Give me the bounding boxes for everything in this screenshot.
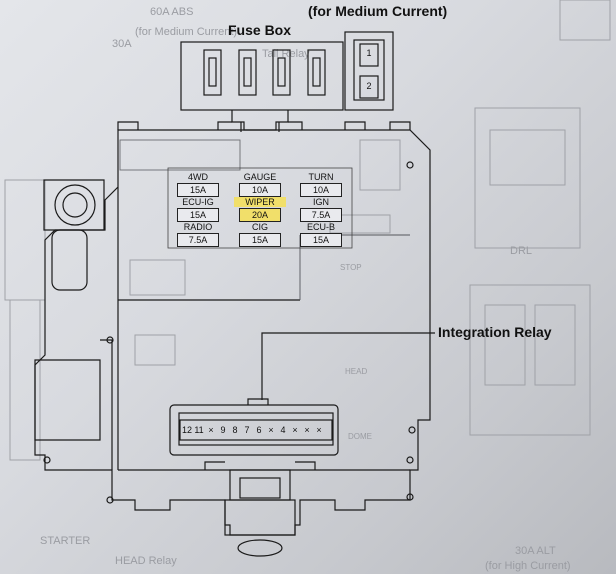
ghost-text: (for High Current) bbox=[485, 560, 571, 572]
ghost-text: Tail Relay bbox=[262, 48, 310, 60]
ghost-text: 60A ABS bbox=[150, 6, 194, 18]
ghost-text: 30A ALT bbox=[515, 545, 556, 557]
fuse-name-ecu-b: ECU-B bbox=[306, 222, 335, 232]
fuse-amp-turn: 10A bbox=[300, 183, 342, 197]
relay-pin-row: 12 11 × 9 8 7 6 × 4 × × × bbox=[182, 422, 332, 438]
fuse-amp-ecu-b: 15A bbox=[300, 233, 342, 247]
relay-pin: × bbox=[208, 425, 214, 435]
fuse-amp-ecu-ig: 15A bbox=[177, 208, 219, 222]
fuse-box-outline bbox=[180, 41, 344, 111]
fuse-name-turn: TURN bbox=[308, 172, 334, 182]
relay-pin: 9 bbox=[220, 425, 226, 435]
fuse-name-wiper: WIPER bbox=[234, 197, 286, 207]
ghost-text: HEAD Relay bbox=[115, 555, 177, 567]
fuse-name-radio: RADIO bbox=[183, 222, 213, 232]
fuse-amp-4wd: 15A bbox=[177, 183, 219, 197]
fuse-amp-ign: 7.5A bbox=[300, 208, 342, 222]
ghost-text: HEAD bbox=[345, 367, 368, 376]
relay-pin: 11 bbox=[194, 425, 204, 435]
relay-pin: 12 bbox=[182, 425, 193, 435]
relay-pin: 7 bbox=[244, 425, 250, 435]
relay-pin: 4 bbox=[280, 425, 286, 435]
ghost-text: STOP bbox=[340, 263, 362, 272]
medium-slot-1: 1 bbox=[366, 48, 372, 58]
fuse-name-4wd: 4WD bbox=[188, 172, 208, 182]
integration-relay-label: Integration Relay bbox=[438, 324, 552, 340]
fuse-amp-gauge: 10A bbox=[239, 183, 281, 197]
ghost-text: 30A bbox=[112, 38, 132, 50]
relay-pin: × bbox=[292, 425, 298, 435]
integration-relay-leader bbox=[261, 332, 435, 400]
fuse-box-label: Fuse Box bbox=[228, 22, 292, 38]
relay-pin: × bbox=[316, 425, 322, 435]
relay-pin: × bbox=[304, 425, 310, 435]
ghost-text: DOME bbox=[348, 432, 372, 441]
medium-current-label: (for Medium Current) bbox=[308, 3, 448, 19]
fuse-name-gauge: GAUGE bbox=[243, 172, 277, 182]
fuse-name-cig: CIG bbox=[251, 222, 268, 232]
medium-current-block bbox=[344, 31, 394, 111]
fuse-amp-cig: 15A bbox=[239, 233, 281, 247]
fuse-name-ecu-ig: ECU-IG bbox=[182, 197, 214, 207]
fuse-amp-radio: 7.5A bbox=[177, 233, 219, 247]
fuse-amp-wiper: 20A bbox=[239, 208, 281, 222]
integration-relay-housing bbox=[169, 404, 339, 456]
medium-slot-2: 2 bbox=[366, 81, 372, 91]
relay-pin: 6 bbox=[256, 425, 262, 435]
relay-pin: × bbox=[268, 425, 274, 435]
relay-pin: 8 bbox=[232, 425, 238, 435]
ghost-text: STARTER bbox=[40, 535, 91, 547]
fuse-name-ign: IGN bbox=[312, 197, 329, 207]
ghost-text: (for Medium Current) bbox=[135, 26, 238, 38]
